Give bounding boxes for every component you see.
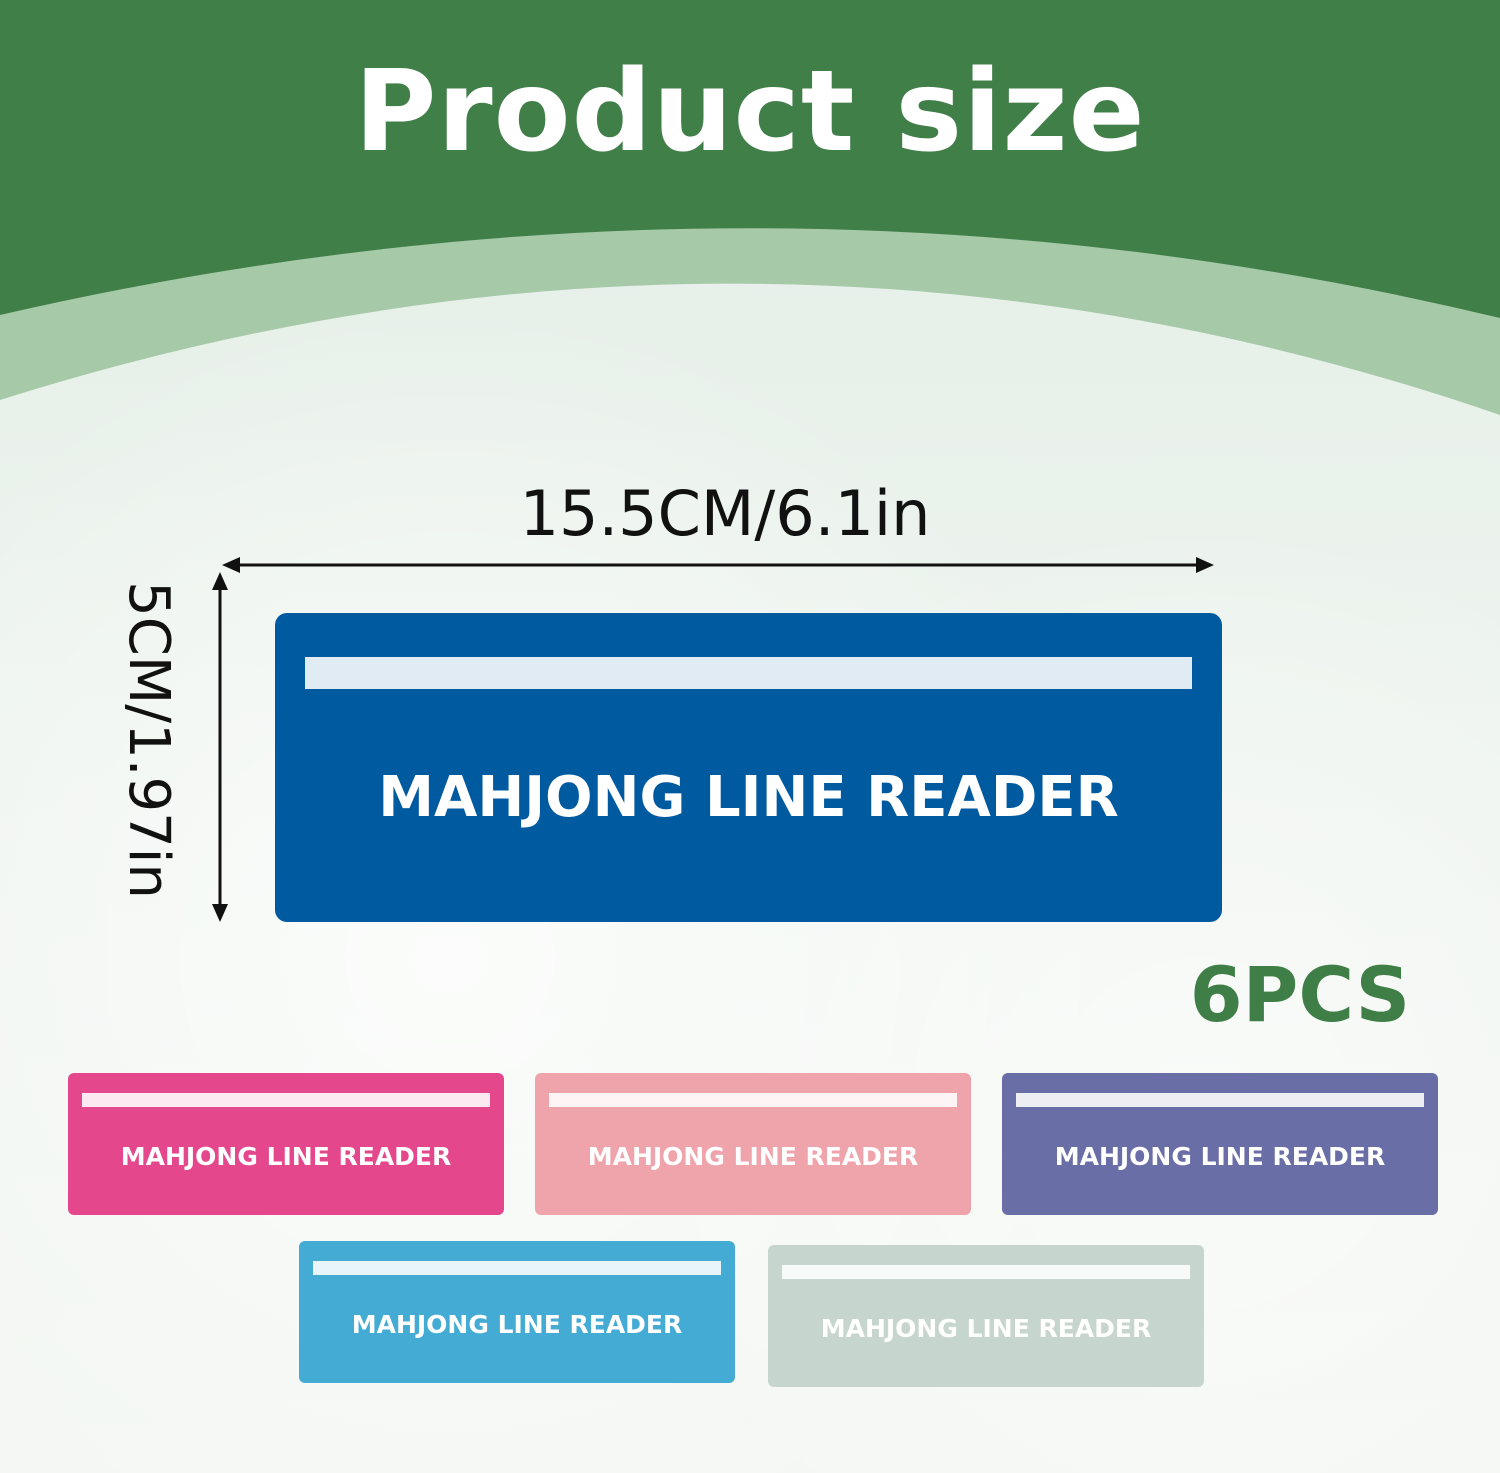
height-arrow bbox=[212, 572, 228, 922]
reading-slot bbox=[313, 1261, 721, 1275]
reader-label: MAHJONG LINE READER bbox=[587, 1142, 919, 1171]
reading-slot bbox=[82, 1093, 490, 1107]
reader-label: MAHJONG LINE READER bbox=[1054, 1142, 1386, 1171]
line-reader-gray-green: MAHJONG LINE READER bbox=[768, 1245, 1204, 1387]
line-reader-light-pink: MAHJONG LINE READER bbox=[535, 1073, 971, 1215]
height-dimension-label: 5CM/1.97in bbox=[116, 581, 181, 899]
line-reader-pink: MAHJONG LINE READER bbox=[68, 1073, 504, 1215]
reading-slot bbox=[305, 657, 1192, 689]
width-arrow bbox=[222, 557, 1214, 573]
reader-label: MAHJONG LINE READER bbox=[120, 1142, 452, 1171]
reader-label: MAHJONG LINE READER bbox=[351, 1310, 683, 1339]
main-line-reader: MAHJONG LINE READER bbox=[275, 613, 1222, 922]
width-dimension-label: 15.5CM/6.1in bbox=[519, 477, 931, 550]
reader-label: MAHJONG LINE READER bbox=[378, 765, 1119, 830]
reading-slot bbox=[1016, 1093, 1424, 1107]
line-reader-purple: MAHJONG LINE READER bbox=[1002, 1073, 1438, 1215]
reader-label: MAHJONG LINE READER bbox=[820, 1314, 1152, 1343]
reading-slot bbox=[549, 1093, 957, 1107]
line-reader-sky-blue: MAHJONG LINE READER bbox=[299, 1241, 735, 1383]
reading-slot bbox=[782, 1265, 1190, 1279]
piece-count: 6PCS bbox=[1189, 950, 1411, 1039]
page-title: Product size bbox=[354, 47, 1146, 177]
header-green bbox=[0, 0, 1500, 318]
